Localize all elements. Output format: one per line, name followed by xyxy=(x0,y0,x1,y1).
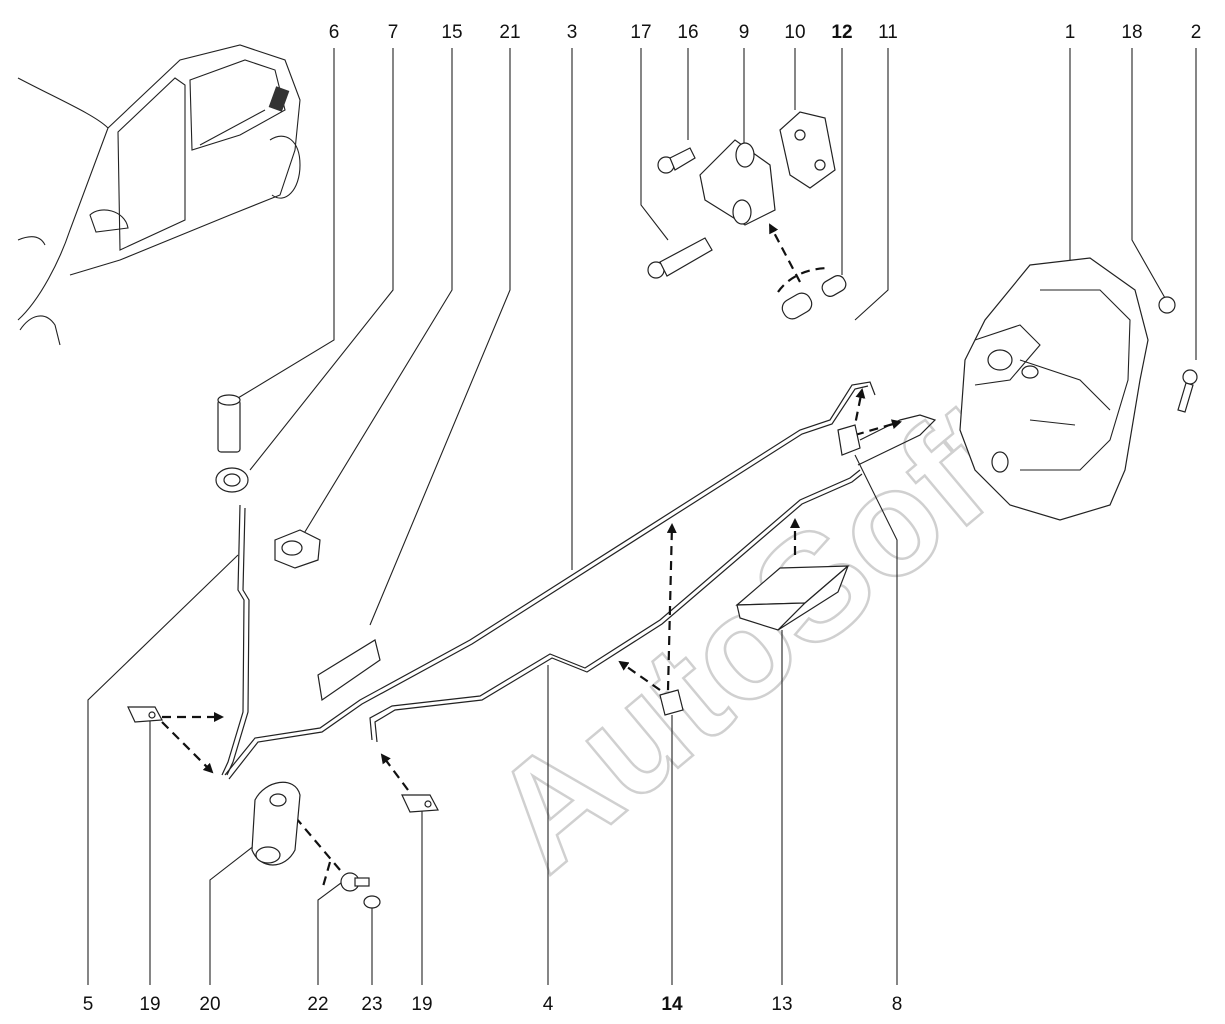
part-1-lock-mechanism xyxy=(959,257,1149,521)
callout-20: 20 xyxy=(199,994,220,1015)
part-9-hinge-bracket xyxy=(699,139,776,226)
bottom-leaders xyxy=(87,454,898,985)
linkage-rods xyxy=(221,381,937,780)
callout-12: 12 xyxy=(831,22,852,43)
top-callout-labels: 6 7 15 21 3 17 16 9 10 12 11 1 18 2 xyxy=(329,22,1202,43)
part-10-plate xyxy=(779,111,836,189)
callout-18: 18 xyxy=(1121,22,1142,43)
part-16-screw xyxy=(657,147,696,174)
part-6-cylinder xyxy=(217,394,241,453)
part-19-clip-mid xyxy=(401,794,439,813)
part-11-bushing xyxy=(781,292,813,320)
callout-9: 9 xyxy=(739,22,750,43)
callout-5: 5 xyxy=(83,994,94,1015)
part-7-grommet xyxy=(215,467,249,493)
part-19-clip-left xyxy=(127,706,163,723)
callout-10: 10 xyxy=(784,22,805,43)
callout-15: 15 xyxy=(441,22,462,43)
callout-13: 13 xyxy=(771,994,792,1015)
callout-19-mid: 19 xyxy=(411,994,432,1015)
part-23-washer xyxy=(363,895,381,909)
part-21-pad xyxy=(317,639,381,702)
watermark-text: AutoSoft xyxy=(460,366,1053,902)
callout-3: 3 xyxy=(567,22,578,43)
part-8-clip xyxy=(837,424,861,456)
part-14-clip xyxy=(659,689,684,716)
callout-23: 23 xyxy=(361,994,382,1015)
part-2-bolt xyxy=(1177,369,1198,413)
assembly-arrows xyxy=(161,223,902,891)
part-20-handle-bracket xyxy=(251,781,301,866)
car-inset xyxy=(17,44,301,346)
callout-21: 21 xyxy=(499,22,520,43)
part-17-bolt xyxy=(647,237,713,279)
part-13-block xyxy=(735,565,850,631)
callout-11: 11 xyxy=(878,22,898,43)
bottom-callout-labels: 5 19 20 22 23 19 4 14 13 8 xyxy=(83,994,903,1015)
part-22-screw xyxy=(340,872,370,892)
callout-6: 6 xyxy=(329,22,340,43)
callout-7: 7 xyxy=(388,22,399,43)
top-leaders xyxy=(237,48,1197,626)
callout-2: 2 xyxy=(1191,22,1202,43)
callout-19-left: 19 xyxy=(139,994,160,1015)
callout-1: 1 xyxy=(1065,22,1076,43)
callout-22: 22 xyxy=(307,994,328,1015)
callout-17: 17 xyxy=(630,22,651,43)
callout-8: 8 xyxy=(892,994,903,1015)
callout-14: 14 xyxy=(661,994,683,1015)
part-18-cap xyxy=(1158,296,1176,314)
part-15-clip xyxy=(274,529,321,569)
part-12-bushing xyxy=(821,275,847,297)
callout-16: 16 xyxy=(677,22,698,43)
callout-4: 4 xyxy=(543,994,554,1015)
